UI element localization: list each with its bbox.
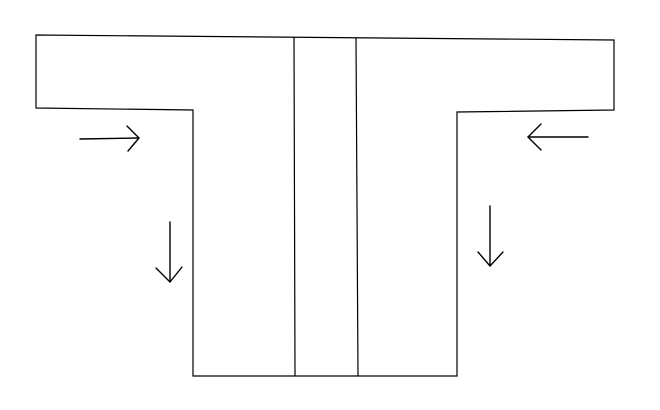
arrow-down-icon [155,221,183,283]
divider-line-left [293,36,296,377]
arrow-left-icon [527,123,589,151]
t-shape-outline [35,34,615,377]
arrow-down-icon [477,205,504,267]
arrow-right-icon [79,125,140,152]
divider-line-right [355,37,359,377]
